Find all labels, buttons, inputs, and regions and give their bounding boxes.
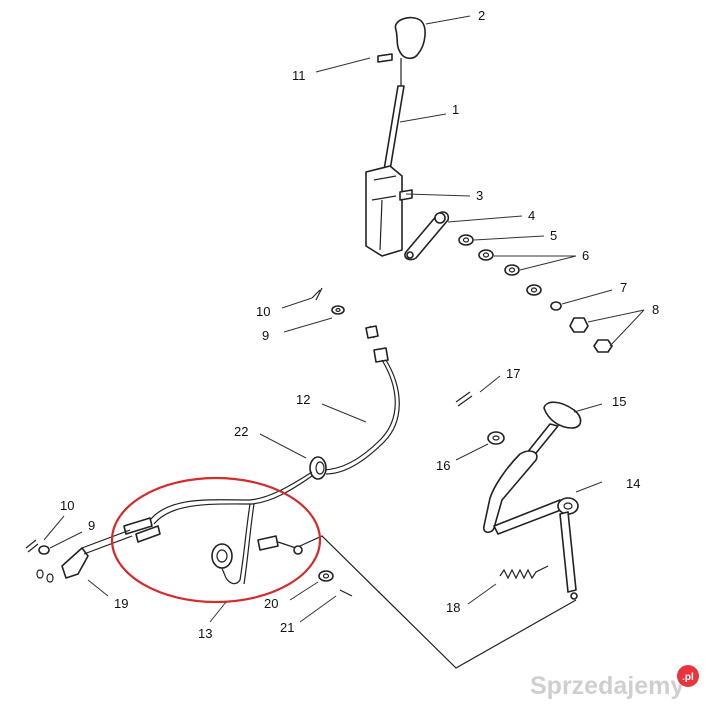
callout-12: 12 xyxy=(296,392,310,407)
cable-bracket xyxy=(25,529,133,583)
callout-22: 22 xyxy=(234,424,248,439)
callout-20: 20 xyxy=(264,596,278,611)
callout-14: 14 xyxy=(626,476,640,491)
callout-7: 7 xyxy=(620,280,627,295)
lower-fasteners xyxy=(318,570,353,597)
pedal-pad xyxy=(543,401,582,429)
shift-lever-rod xyxy=(383,85,405,171)
lever-bracket xyxy=(365,165,403,257)
callout-5: 5 xyxy=(550,228,557,243)
callout-18: 18 xyxy=(446,600,460,615)
callout-labels: 1 2 3 4 5 6 7 8 9 10 11 12 13 14 15 16 1… xyxy=(60,8,659,641)
callout-16: 16 xyxy=(436,458,450,473)
callout-19: 19 xyxy=(114,596,128,611)
callout-13: 13 xyxy=(198,626,212,641)
callout-2: 2 xyxy=(478,8,485,23)
watermark: Sprzedajemy .pl xyxy=(530,665,699,700)
callout-10-lower: 10 xyxy=(60,498,74,513)
return-spring xyxy=(499,565,549,580)
callout-11: 11 xyxy=(292,68,306,83)
grommet xyxy=(309,456,327,480)
callout-15: 15 xyxy=(612,394,626,409)
pedal-assembly xyxy=(455,391,582,600)
highlight-ellipse xyxy=(110,476,322,604)
callout-4: 4 xyxy=(528,208,535,223)
callout-1: 1 xyxy=(452,102,459,117)
watermark-badge xyxy=(677,665,699,687)
callout-21: 21 xyxy=(280,620,294,635)
assembly-connector xyxy=(299,535,577,669)
shift-cable xyxy=(321,325,400,475)
shift-lever-assembly xyxy=(311,16,613,353)
callout-9-lower: 9 xyxy=(88,518,95,533)
callout-6: 6 xyxy=(582,248,589,263)
callout-17: 17 xyxy=(506,366,520,381)
callout-3: 3 xyxy=(476,188,483,203)
throttle-cable xyxy=(123,471,313,585)
watermark-text: Sprzedajemy xyxy=(530,672,684,700)
watermark-suffix: .pl xyxy=(682,672,694,683)
pedal-arm xyxy=(482,450,538,534)
leader-lines xyxy=(43,15,645,623)
callout-10: 10 xyxy=(256,304,270,319)
callout-8: 8 xyxy=(652,302,659,317)
shift-knob xyxy=(394,16,426,60)
callout-9: 9 xyxy=(262,328,269,343)
